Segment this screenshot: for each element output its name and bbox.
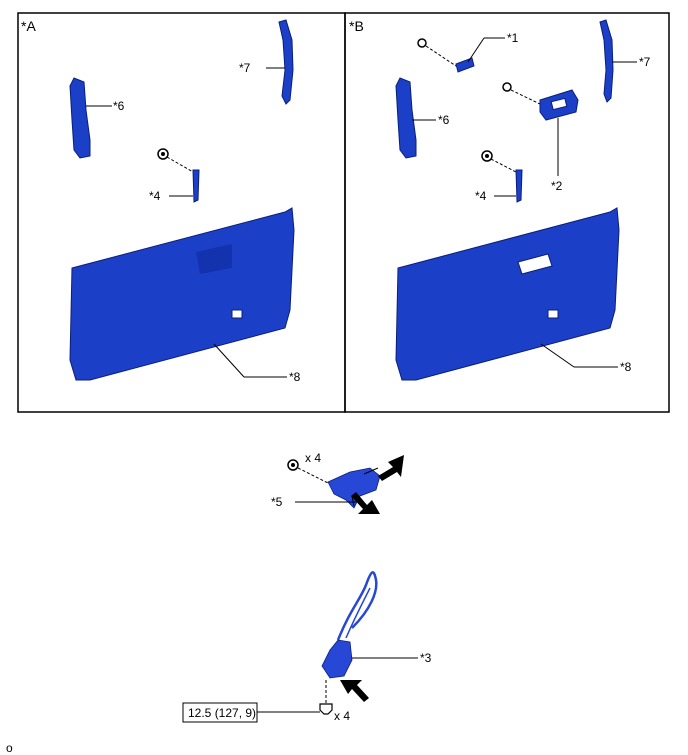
callout-5: *5 xyxy=(271,495,283,509)
qty-5: x 4 xyxy=(305,451,321,465)
bolt-icon xyxy=(319,703,333,715)
callout-2: *2 xyxy=(551,179,563,193)
qty-3: x 4 xyxy=(334,709,350,723)
callout-1: *1 xyxy=(507,31,519,45)
handle-part-4b xyxy=(515,169,523,203)
torque-spec: 12.5 (127, 9) xyxy=(188,706,256,720)
callout-3: *3 xyxy=(420,651,432,665)
cable xyxy=(336,571,378,641)
callout-4: *4 xyxy=(149,189,161,203)
handle-part-4 xyxy=(192,169,200,203)
panel-b: *B *1 *7 *2 *6 *4 *8 xyxy=(344,12,670,413)
lock-part-3 xyxy=(321,639,353,679)
callout-6: *6 xyxy=(113,99,125,113)
pillar-trim-part-7 xyxy=(278,19,294,105)
arrow-icon xyxy=(378,455,404,481)
pillar-trim-part-7b xyxy=(599,19,614,103)
side-trim-part-6 xyxy=(69,77,91,159)
latch-part-5 xyxy=(327,467,381,509)
side-trim-part-6b xyxy=(395,77,417,159)
arrow-icon-2 xyxy=(351,492,380,514)
callout-7: *7 xyxy=(239,61,251,75)
latch-assembly-5: x 4 *5 xyxy=(271,451,404,514)
callout-8a: *8 xyxy=(289,370,301,384)
panel-a-tag: *A xyxy=(21,18,36,34)
figure-code: o xyxy=(6,741,13,755)
callout-6b: *6 xyxy=(438,113,450,127)
panel-a: *A *7 *6 *4 *8 xyxy=(17,12,346,413)
callout-4b: *4 xyxy=(475,189,487,203)
clip-part-1 xyxy=(455,57,475,73)
door-panel-part-8b xyxy=(395,207,620,381)
callout-7b: *7 xyxy=(639,55,651,69)
door-panel-part-8 xyxy=(69,207,295,381)
arrow-icon-3 xyxy=(340,680,369,702)
panel-b-frame xyxy=(344,12,670,413)
lock-assembly-3: *3 x 4 12.5 (127, 9) xyxy=(182,571,432,723)
callout-8b: *8 xyxy=(620,360,632,374)
panel-b-tag: *B xyxy=(349,18,364,34)
